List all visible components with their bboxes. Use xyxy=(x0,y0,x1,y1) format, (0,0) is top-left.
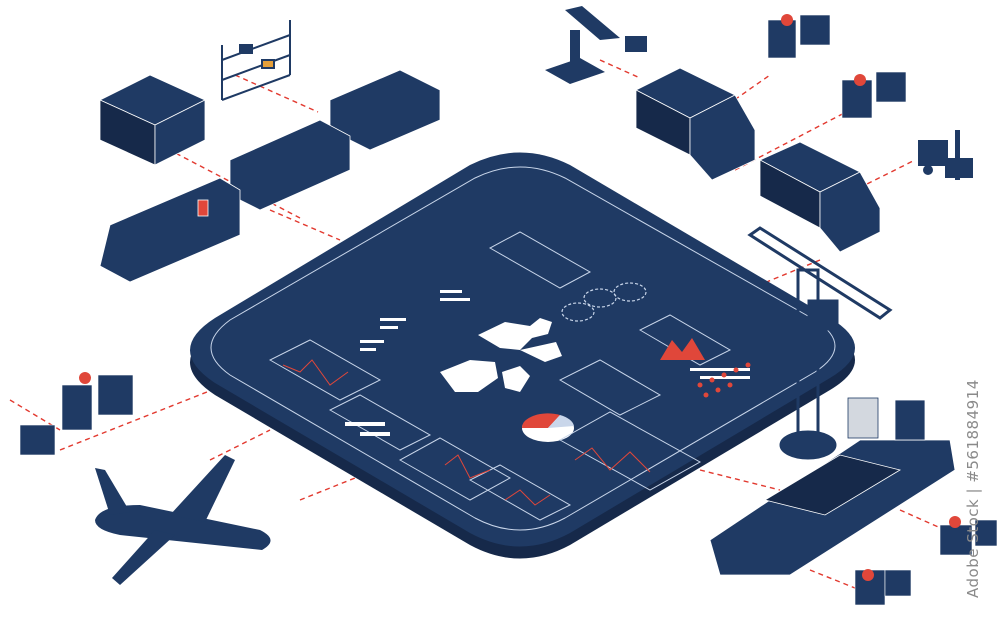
storage-rack-icon xyxy=(221,20,291,101)
robot-arm-icon xyxy=(545,6,647,84)
delivery-truck-icon xyxy=(759,141,881,253)
mountain-chart xyxy=(660,338,705,360)
freight-train-icon xyxy=(99,69,441,283)
world-map xyxy=(440,318,562,392)
bar-rows xyxy=(345,290,750,436)
box-truck-icon xyxy=(635,67,756,181)
dashboard-platform xyxy=(190,152,855,559)
forklift-icon xyxy=(918,130,973,180)
warehouse-icon xyxy=(99,74,206,166)
stock-watermark: Adobe Stock | #561884914 xyxy=(964,379,982,598)
container-ship-icon xyxy=(709,397,956,576)
location-pin-icon xyxy=(79,14,961,581)
gauge-circles xyxy=(561,282,647,322)
crane-icon xyxy=(747,226,893,460)
chart-lines xyxy=(282,359,651,506)
chart-panels xyxy=(268,231,732,521)
airplane-icon xyxy=(95,455,271,585)
pie-chart xyxy=(521,413,574,442)
pallet-boxes-icon xyxy=(19,14,998,606)
dot-grid xyxy=(697,362,751,398)
